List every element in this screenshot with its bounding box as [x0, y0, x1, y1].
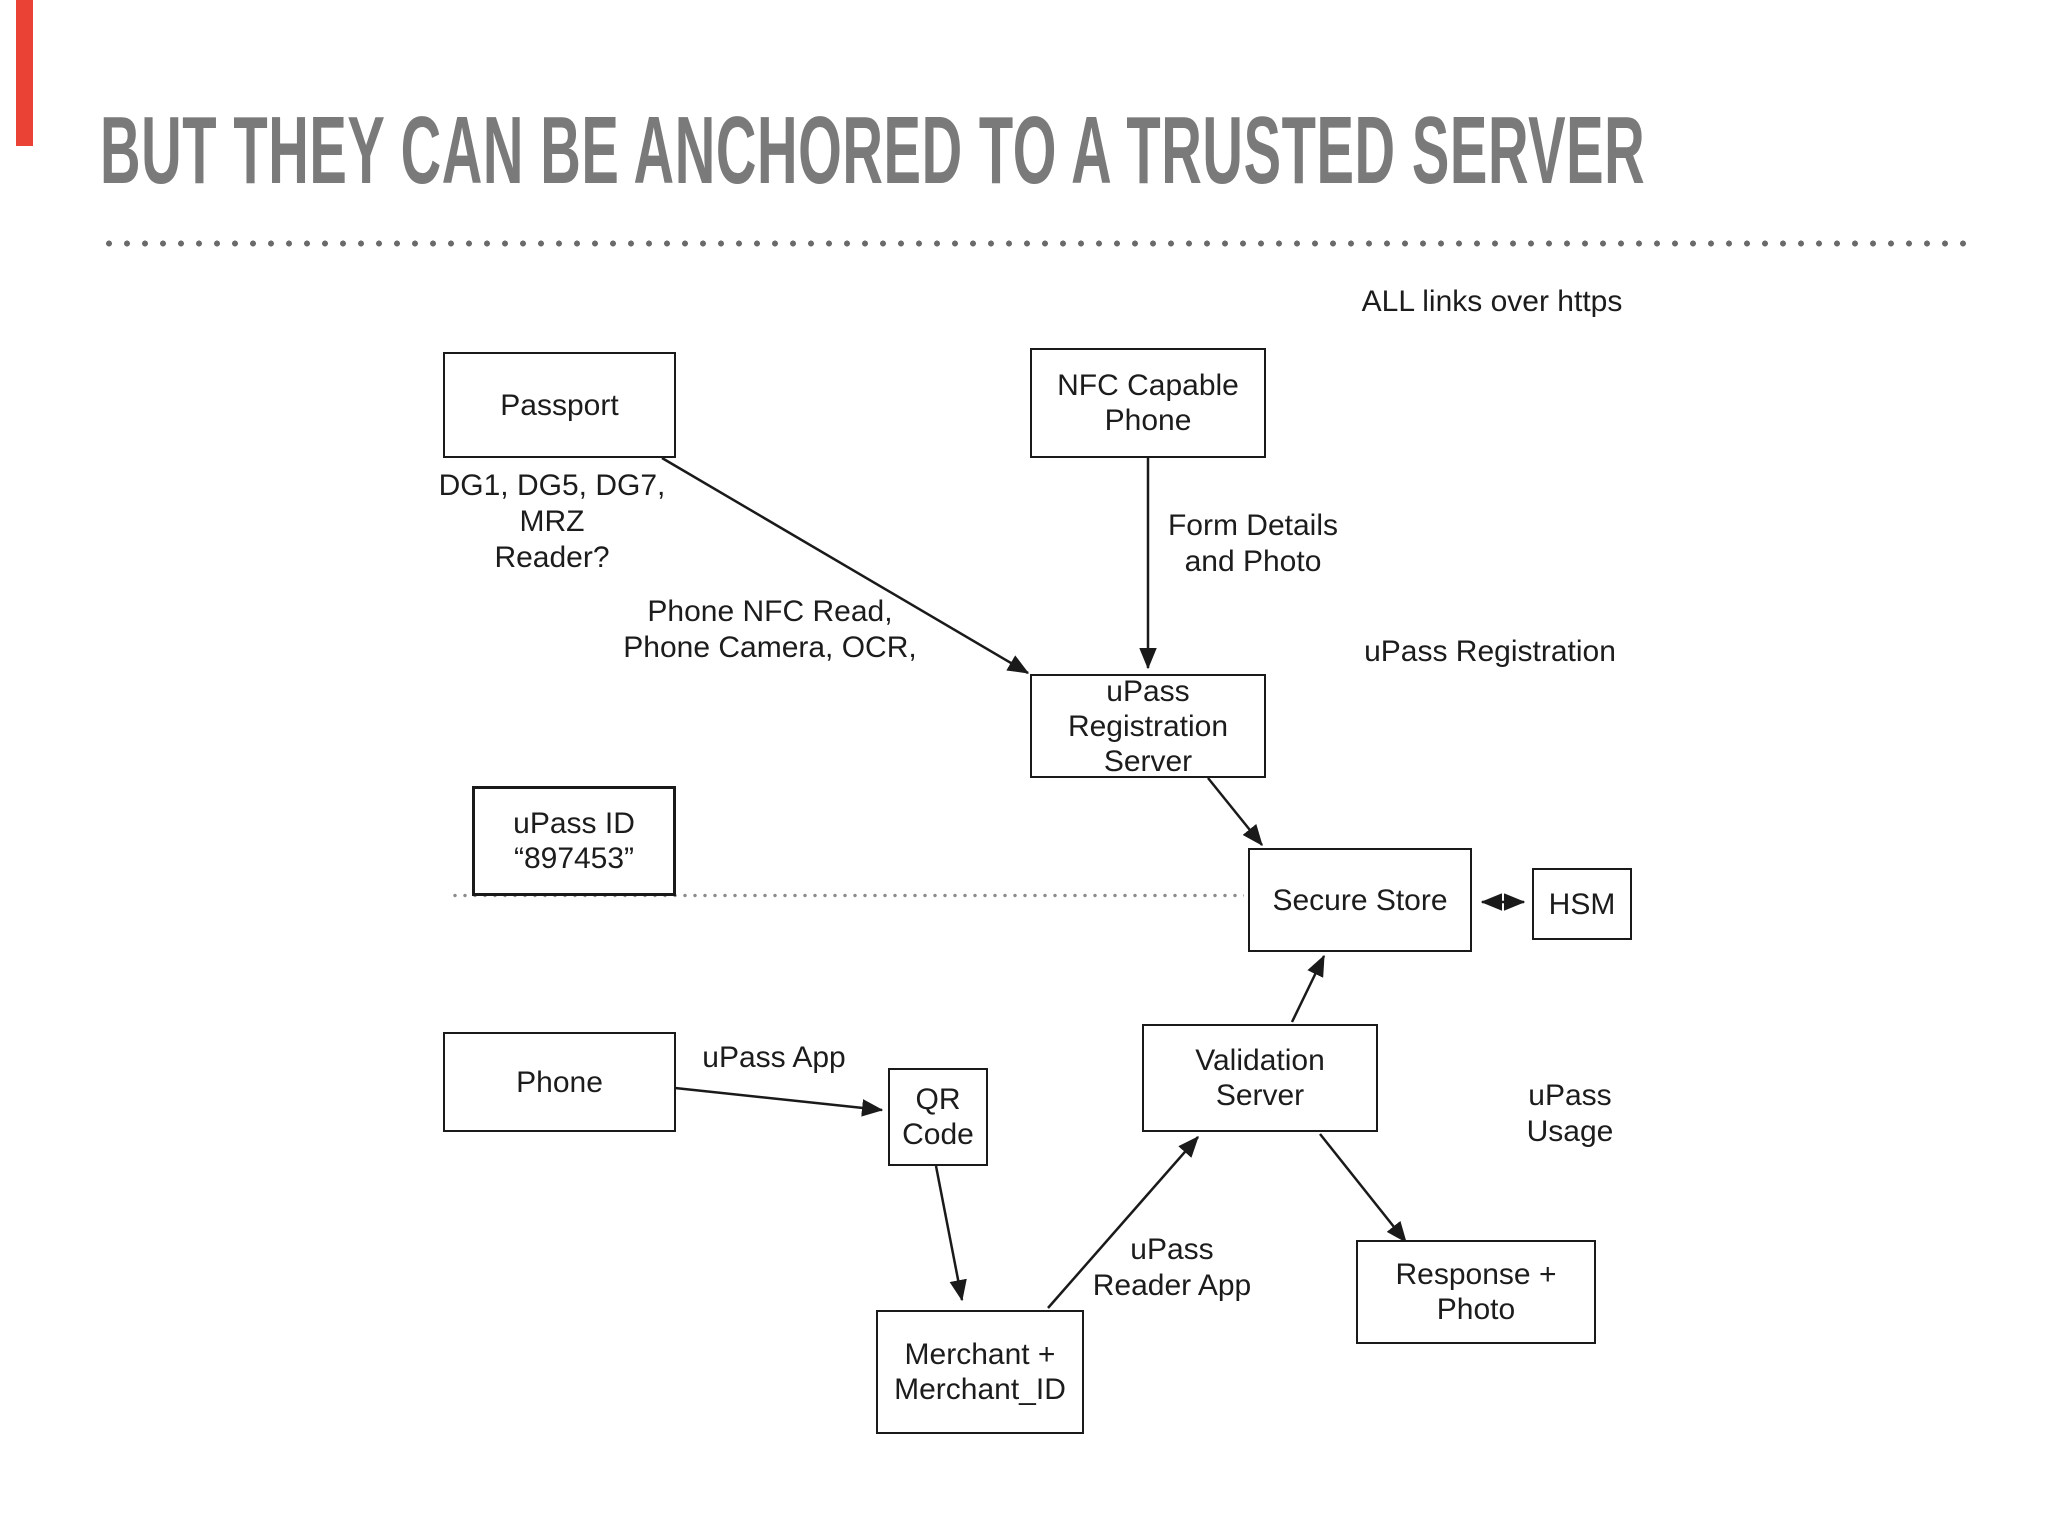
- node-merchant: Merchant + Merchant_ID: [876, 1310, 1084, 1434]
- arrow-validation-to-response: [1319, 1133, 1407, 1243]
- label-https-note: ALL links over https: [1361, 285, 1623, 318]
- label-passport-data: DG1, DG5, DG7, MRZ Reader?: [438, 469, 666, 574]
- node-qr-code: QR Code: [888, 1068, 988, 1166]
- node-phone: Phone: [443, 1032, 676, 1132]
- node-hsm: HSM: [1532, 868, 1632, 940]
- label-upass-app: uPass App: [702, 1041, 846, 1074]
- node-registration-server: uPass Registration Server: [1030, 674, 1266, 778]
- section-dotted-divider: [450, 893, 1244, 898]
- node-nfc-phone: NFC Capable Phone: [1030, 348, 1266, 458]
- arrow-qrcode-to-merchant: [934, 1165, 967, 1302]
- label-usage-section: uPass Usage: [1526, 1079, 1614, 1148]
- arrow-regserver-to-securestore: [1207, 777, 1263, 846]
- accent-bar: [16, 0, 33, 146]
- arrow-validation-to-securestore: [1290, 954, 1326, 1023]
- label-form-details: Form Details and Photo: [1167, 509, 1339, 578]
- label-registration-section: uPass Registration: [1364, 635, 1616, 668]
- node-validation-server: Validation Server: [1142, 1024, 1378, 1132]
- page-title-text: BUT THEY CAN BE ANCHORED TO A TRUSTED SE…: [100, 97, 1646, 204]
- node-secure-store: Secure Store: [1248, 848, 1472, 952]
- title-dotted-divider: [100, 240, 1978, 247]
- label-phone-read: Phone NFC Read, Phone Camera, OCR,: [623, 595, 917, 664]
- arrow-phone-to-qrcode: [674, 1086, 884, 1117]
- node-upass-id: uPass ID “897453”: [472, 786, 676, 896]
- node-passport: Passport: [443, 352, 676, 458]
- page-title: BUT THEY CAN BE ANCHORED TO A TRUSTED SE…: [100, 103, 2048, 199]
- node-response-photo: Response + Photo: [1356, 1240, 1596, 1344]
- label-reader-app: uPass Reader App: [1092, 1233, 1252, 1302]
